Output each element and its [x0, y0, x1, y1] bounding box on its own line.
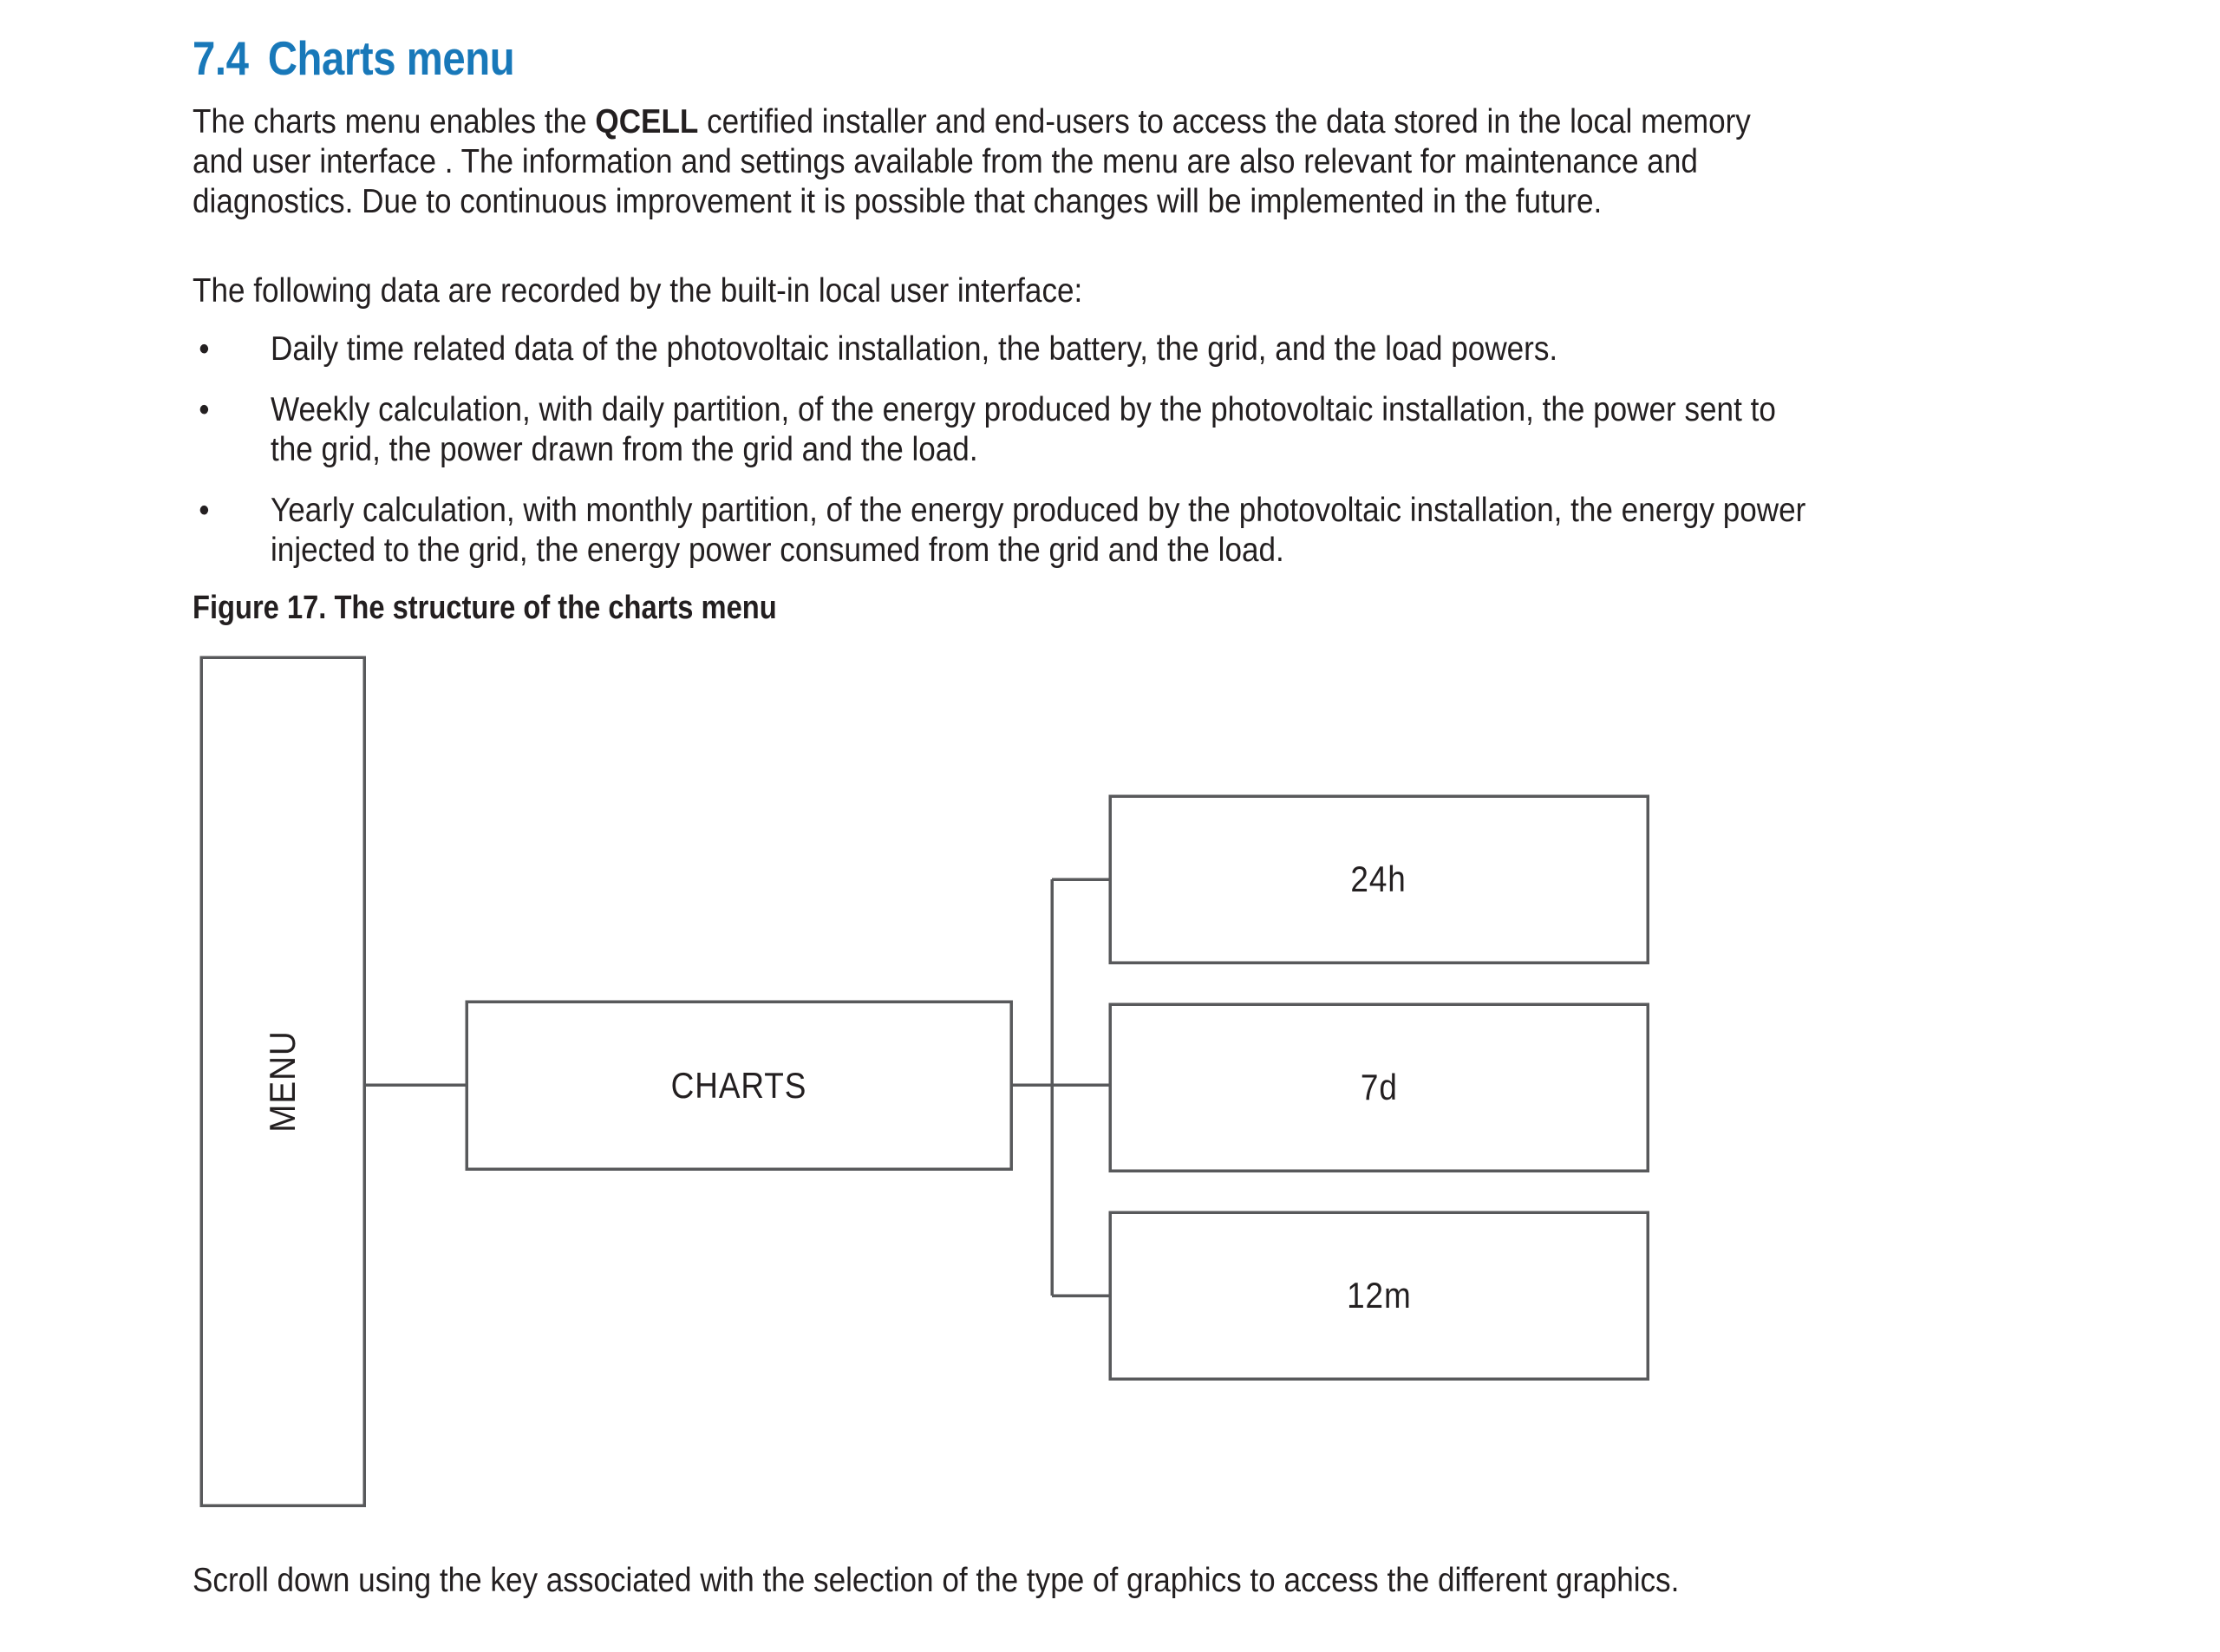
box-7d-label: 7d — [1110, 1004, 1648, 1171]
bullet-list: • Daily time related data of the photovo… — [193, 330, 1839, 571]
bullet-dot-icon: • — [199, 492, 210, 529]
list-item: • Yearly calculation, with monthly parti… — [193, 491, 1839, 571]
figure-caption: Figure 17. The structure of the charts m… — [193, 590, 777, 626]
box-12m-label-text: 12m — [1346, 1275, 1412, 1316]
charts-box-label: CHARTS — [467, 1002, 1011, 1169]
intro-line-1: The charts menu enables the QCELL certif… — [193, 102, 1838, 142]
box-12m-label: 12m — [1110, 1212, 1648, 1379]
list-item-line: the grid, the power drawn from the grid … — [271, 431, 978, 468]
bullet-dot-icon: • — [199, 391, 210, 428]
intro-line-1-post: certified installer and end-users to acc… — [698, 103, 1751, 140]
list-item-line: Daily time related data of the photovolt… — [271, 330, 1558, 368]
box-24h-label: 24h — [1110, 796, 1648, 963]
menu-box-label: MENU — [201, 657, 364, 1505]
lead-in-sentence: The following data are recorded by the b… — [193, 271, 1838, 311]
box-7d-label-text: 7d — [1360, 1067, 1398, 1107]
list-item-line: injected to the grid, the energy power c… — [271, 532, 1284, 569]
intro-line-3: diagnostics. Due to continuous improveme… — [193, 183, 1603, 220]
brand-qcell: QCELL — [595, 103, 699, 140]
bullet-dot-icon: • — [199, 330, 210, 368]
section-number: 7.4 — [193, 31, 249, 85]
intro-paragraph: The charts menu enables the QCELL certif… — [193, 102, 1838, 222]
box-24h-label-text: 24h — [1350, 859, 1407, 899]
footer-instruction: Scroll down using the key associated wit… — [193, 1562, 1680, 1599]
intro-line-2: and user interface . The information and… — [193, 143, 1698, 180]
section-title: Charts menu — [267, 31, 515, 85]
charts-label-text: CHARTS — [670, 1064, 807, 1106]
lead-in-text: The following data are recorded by the b… — [193, 272, 1083, 310]
intro-line-1-pre: The charts menu enables the — [193, 103, 596, 140]
list-item: • Daily time related data of the photovo… — [193, 330, 1839, 369]
list-item-line: Yearly calculation, with monthly partiti… — [271, 492, 1806, 529]
list-item-line: Weekly calculation, with daily partition… — [271, 391, 1776, 428]
list-item: • Weekly calculation, with daily partiti… — [193, 390, 1839, 470]
menu-label-text: MENU — [261, 1030, 303, 1133]
